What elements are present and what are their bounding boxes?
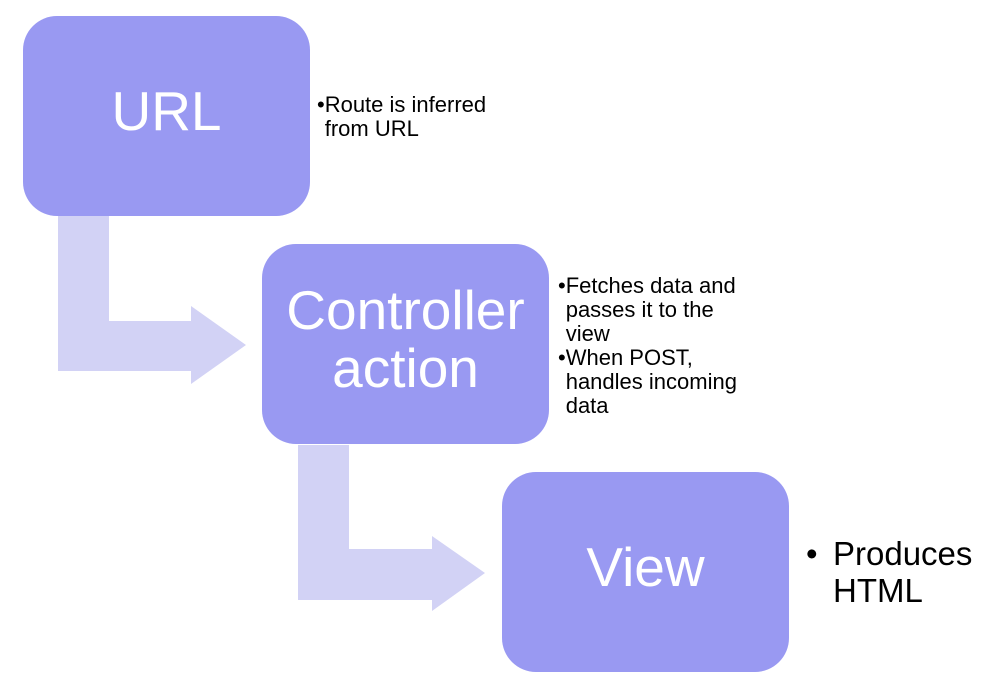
bullet-icon: • xyxy=(558,345,566,370)
node-controller-action-label: Controller action xyxy=(286,279,525,399)
note-controller-text-2: When POST, handles incoming data xyxy=(565,345,737,418)
bullet-icon: • xyxy=(558,273,566,298)
arrow-controller-to-view-icon xyxy=(298,445,485,611)
note-view: • Produces HTML xyxy=(806,535,972,609)
node-view-label: View xyxy=(586,536,705,599)
note-controller-action: • Fetches data and passes it to the view… xyxy=(558,274,737,418)
node-url: URL xyxy=(23,16,310,216)
bullet-icon: • xyxy=(317,92,325,117)
note-controller-item-1: • Fetches data and passes it to the view xyxy=(558,274,737,346)
note-controller-item-2: • When POST, handles incoming data xyxy=(558,346,737,418)
note-url-text: Route is inferred from URL xyxy=(324,92,487,141)
arrow-url-to-controller-icon xyxy=(58,216,246,384)
note-url-item: • Route is inferred from URL xyxy=(317,93,486,141)
note-controller-text-1: Fetches data and passes it to the view xyxy=(565,273,736,346)
bullet-icon: • xyxy=(806,535,818,572)
note-view-text: Produces HTML xyxy=(833,535,973,609)
node-url-label: URL xyxy=(111,80,222,143)
note-url: • Route is inferred from URL xyxy=(317,93,486,141)
node-view: View xyxy=(502,472,789,672)
note-view-item: • Produces HTML xyxy=(806,535,972,609)
node-controller-action: Controller action xyxy=(262,244,549,444)
